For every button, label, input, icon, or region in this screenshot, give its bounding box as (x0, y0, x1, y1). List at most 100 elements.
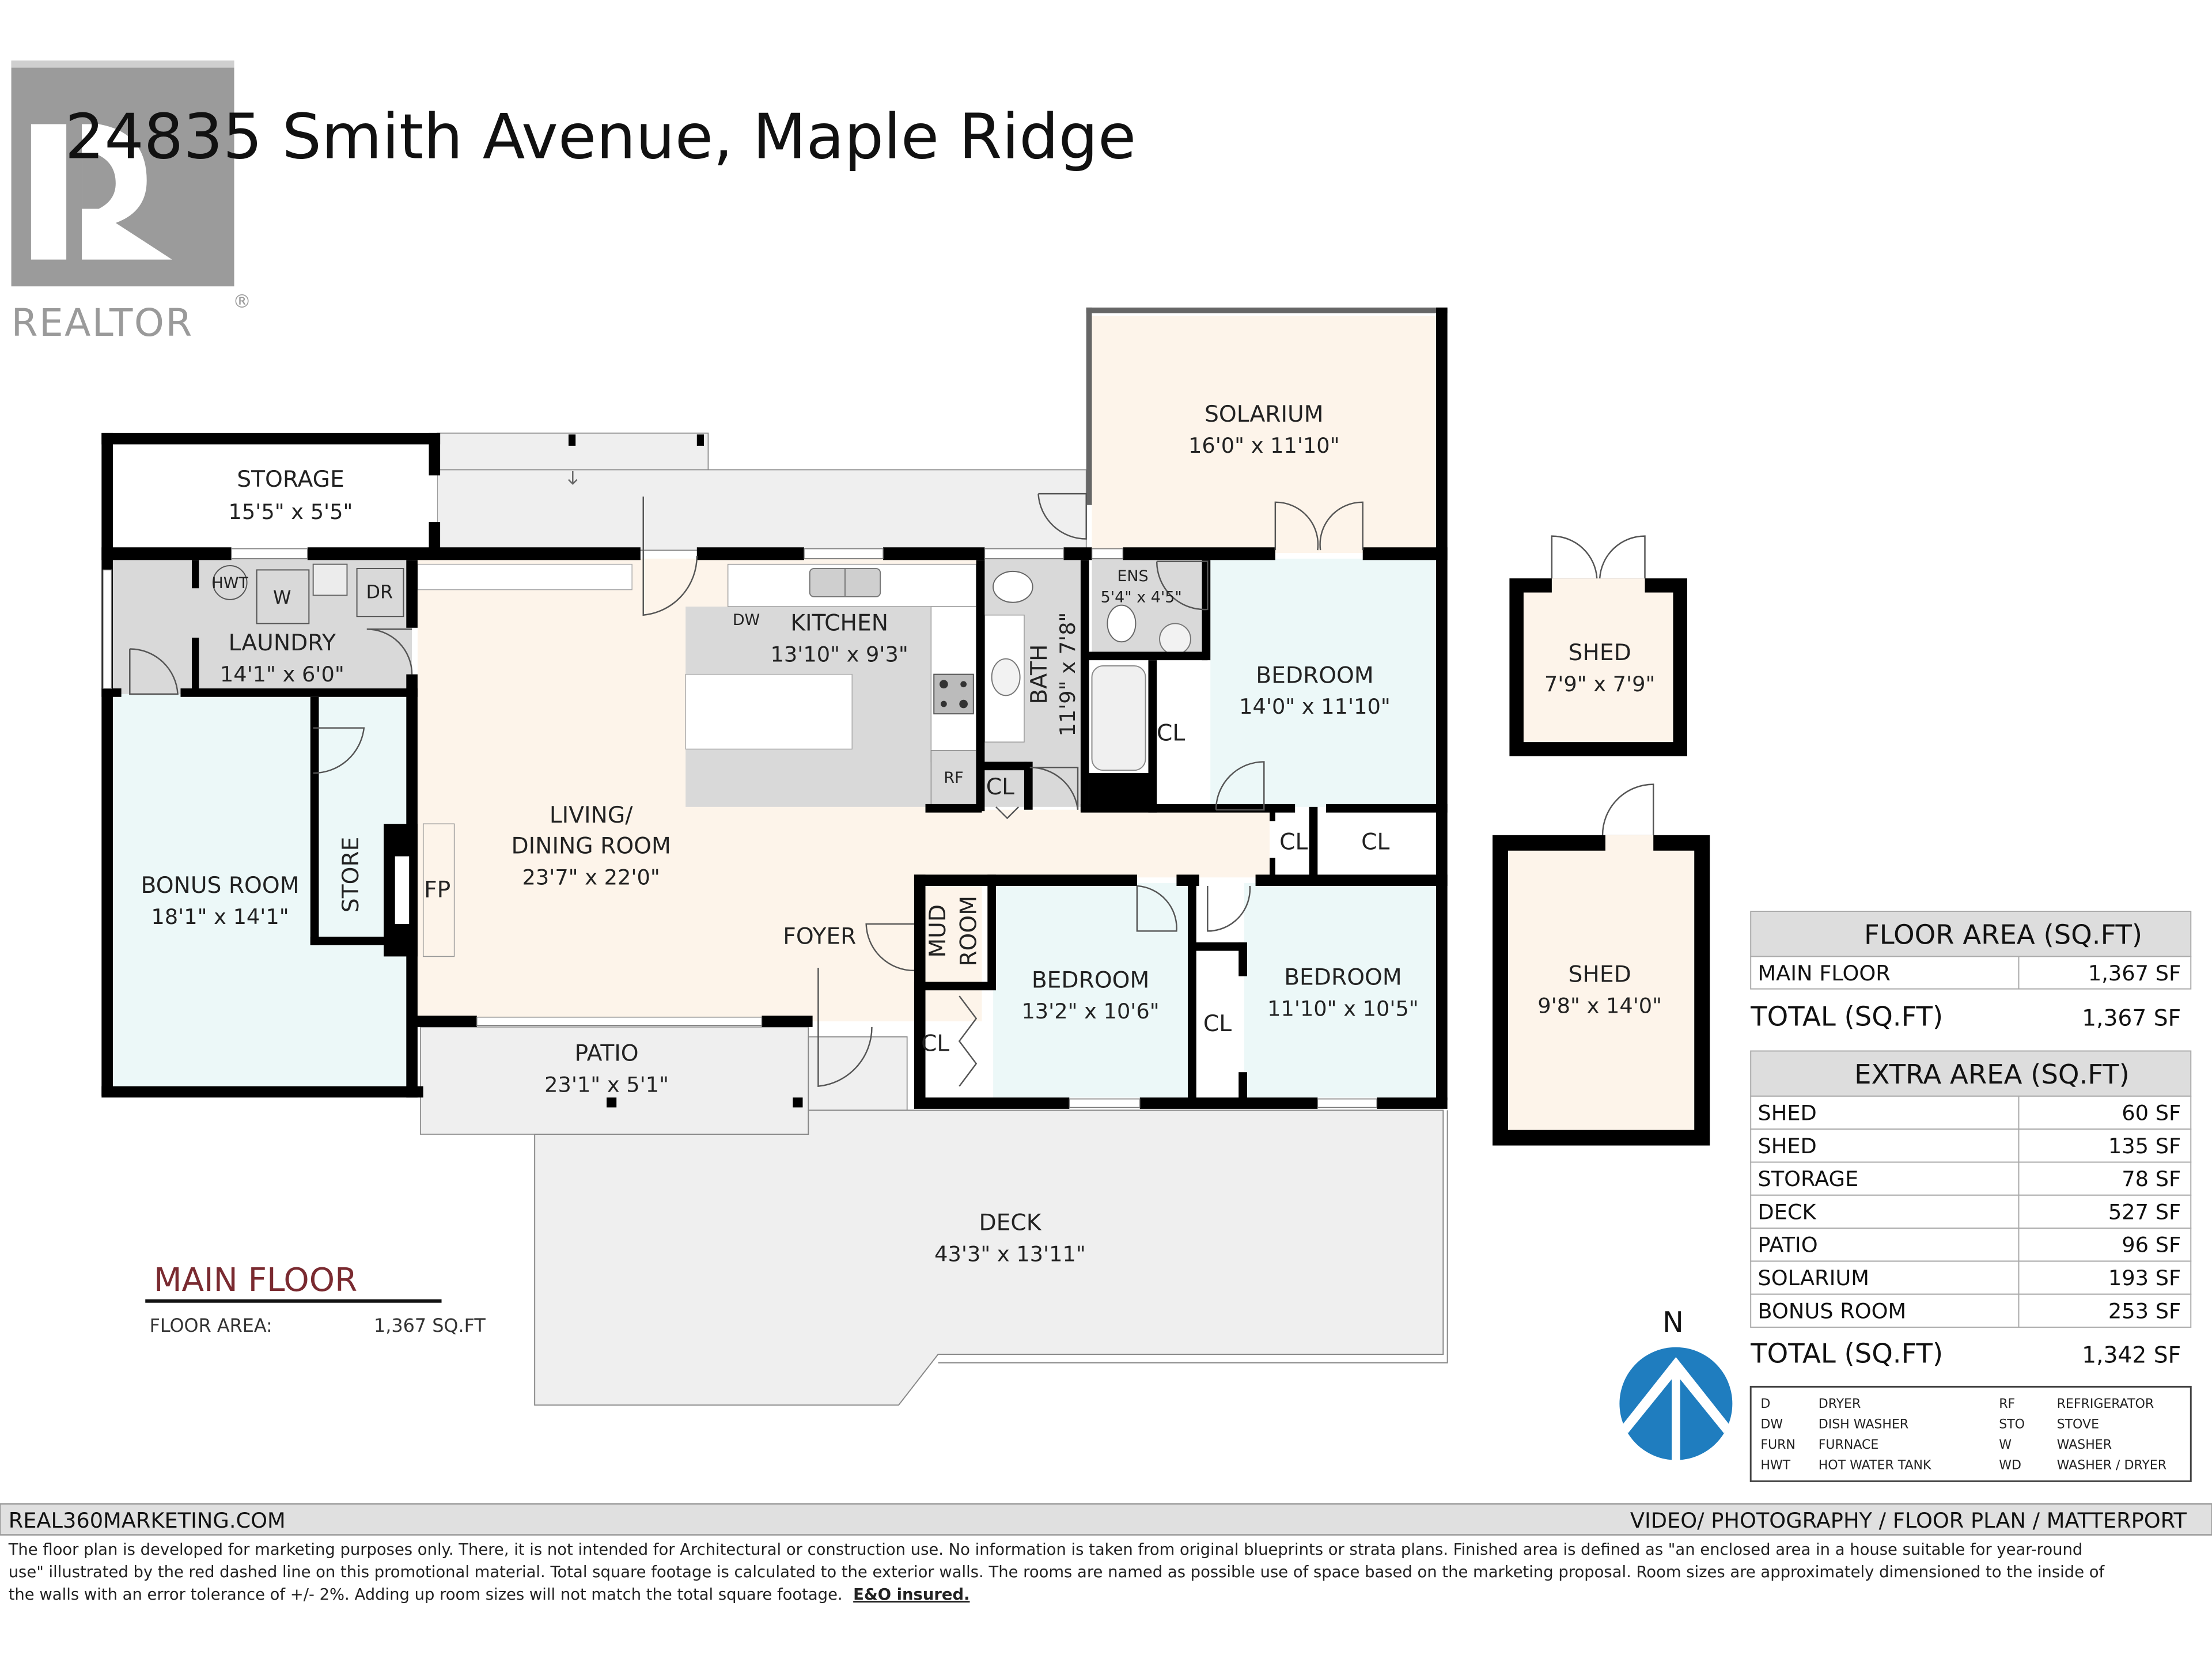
door-swing (865, 923, 914, 972)
door-swing (1136, 885, 1177, 932)
patio-label: PATIO (574, 1041, 638, 1067)
bonus-room-dimensions: 18'1" x 14'1" (151, 904, 289, 929)
footer-website-link[interactable]: REAL360MARKETING.COM (9, 1508, 286, 1533)
floor-title: MAIN FLOOR (154, 1262, 357, 1299)
solarium-label: SOLARIUM (1205, 402, 1323, 427)
bedroom-3-dimensions: 11'10" x 10'5" (1267, 996, 1419, 1021)
closet-label: CL (1279, 829, 1308, 855)
windows (103, 548, 1377, 1108)
floor-area-table: FLOOR AREA (SQ.FT) MAIN FLOOR 1,367 SF T… (1750, 911, 2192, 1032)
bedroom-3-label: BEDROOM (1284, 964, 1402, 990)
realtor-logo-r-bowl (82, 124, 172, 260)
legend-code: DW (1760, 1418, 1783, 1432)
storage-dimensions: 15'5" x 5'5" (229, 499, 353, 524)
compass-north-label: N (1662, 1306, 1684, 1339)
shed-large: SHED 9'8" x 14'0" (1493, 783, 1710, 1146)
table-row-value: 96 SF (2122, 1233, 2181, 1257)
bath-label: BATH (1027, 645, 1052, 704)
legend-box (1749, 1385, 2192, 1482)
door-swing (1029, 767, 1079, 810)
table-row-value: 253 SF (2108, 1298, 2181, 1323)
kitchen-dimensions: 13'10" x 9'3" (771, 642, 908, 667)
legend-meaning: DISH WASHER (1819, 1418, 1908, 1432)
legend-code: HWT (1760, 1459, 1790, 1473)
realtor-logo-r-stem (31, 124, 67, 260)
closet-door-arrow (995, 806, 1020, 820)
room-deck: DECK 43'3" x 13'11" (534, 1109, 1448, 1406)
extra-area-table-header (1750, 1050, 2192, 1097)
table-row: DECK 527 SF (1750, 1194, 2192, 1229)
legend-code: FURN (1760, 1438, 1796, 1452)
floor-area-table-header (1750, 911, 2192, 957)
table-row-label: DECK (1758, 1199, 1816, 1224)
ensuite-toilet-icon (1107, 604, 1137, 643)
hot-water-tank-icon (212, 565, 248, 600)
living-label-line1: LIVING/ (550, 802, 633, 828)
door-swing (1207, 885, 1251, 932)
primary-bedroom-label: BEDROOM (1256, 662, 1373, 688)
fireplace-hearth (422, 823, 455, 957)
stove-icon (933, 673, 974, 715)
post (793, 1097, 803, 1108)
compass-arrow-shaft (1672, 1362, 1680, 1462)
bonus-room-fill (112, 694, 412, 1086)
walls (101, 307, 1448, 1109)
primary-bedroom-dimensions: 14'0" x 11'10" (1239, 694, 1391, 719)
ensuite-sink-icon (1159, 623, 1191, 656)
table-row: SHED 60 SF (1750, 1095, 2192, 1130)
table-row-label: MAIN FLOOR (1758, 961, 1890, 986)
door-swing (642, 497, 698, 616)
living-dimensions: 23'7" x 22'0" (522, 865, 660, 890)
deck-step-edge (938, 1110, 1448, 1363)
step-arrow-icon (568, 471, 578, 485)
legend-code: STO (1999, 1418, 2025, 1432)
hot-water-tank-label: HWT (212, 574, 249, 592)
floor-summary: MAIN FLOOR FLOOR AREA: 1,367 SQ.FT (145, 1262, 486, 1336)
legend-code: WD (1999, 1459, 2021, 1473)
dishwasher-label: DW (733, 611, 760, 629)
extra-area-total-value: 1,342 SF (2082, 1343, 2181, 1369)
entry-landing (808, 1036, 908, 1111)
kitchen-island (685, 673, 853, 750)
table-row-label: SHED (1758, 1100, 1816, 1125)
table-row-value: 78 SF (2122, 1166, 2181, 1191)
floor-area-total-label: TOTAL (SQ.FT) (1750, 1001, 1943, 1032)
table-row-value: 60 SF (2122, 1100, 2181, 1125)
ensuite-label: ENS (1117, 567, 1148, 585)
foyer-label: FOYER (783, 923, 856, 949)
legend-item: DW DISH WASHER (1760, 1418, 1908, 1432)
north-walkway-area (437, 469, 1087, 551)
french-door-swing (1274, 501, 1363, 551)
closet-label: CL (986, 774, 1014, 800)
disclaimer-line-3: the walls with an error tolerance of +/-… (9, 1586, 970, 1604)
shed-small: SHED 7'9" x 7'9" (1509, 535, 1687, 756)
patio-area (419, 1027, 809, 1135)
dryer-icon (356, 567, 404, 618)
legend-item: STO STOVE (1999, 1418, 2099, 1432)
post (568, 434, 576, 446)
bifold-door (958, 995, 978, 1087)
legend-meaning: FURNACE (1819, 1438, 1879, 1452)
table-row-value: 135 SF (2108, 1134, 2181, 1158)
refrigerator-label: RF (944, 769, 963, 787)
table-row (1750, 956, 2192, 990)
bath-sink-icon (991, 658, 1021, 696)
floor-title-underline (145, 1299, 442, 1303)
north-compass: N (1619, 1306, 1733, 1462)
realtor-logo-top-edge (11, 60, 234, 68)
table-row-bg (1750, 1194, 2192, 1229)
tub-wall (1089, 773, 1152, 810)
table-row-value: 527 SF (2108, 1199, 2181, 1224)
dryer-label: DR (366, 581, 393, 603)
mud-room-label-line1: MUD (925, 904, 951, 958)
table-row-label: PATIO (1758, 1233, 1817, 1257)
disclaimer-line-1: The floor plan is developed for marketin… (8, 1541, 2083, 1559)
legend-meaning: STOVE (2057, 1418, 2099, 1432)
storage-fill (110, 441, 438, 551)
laundry-label: LAUNDRY (229, 630, 336, 656)
